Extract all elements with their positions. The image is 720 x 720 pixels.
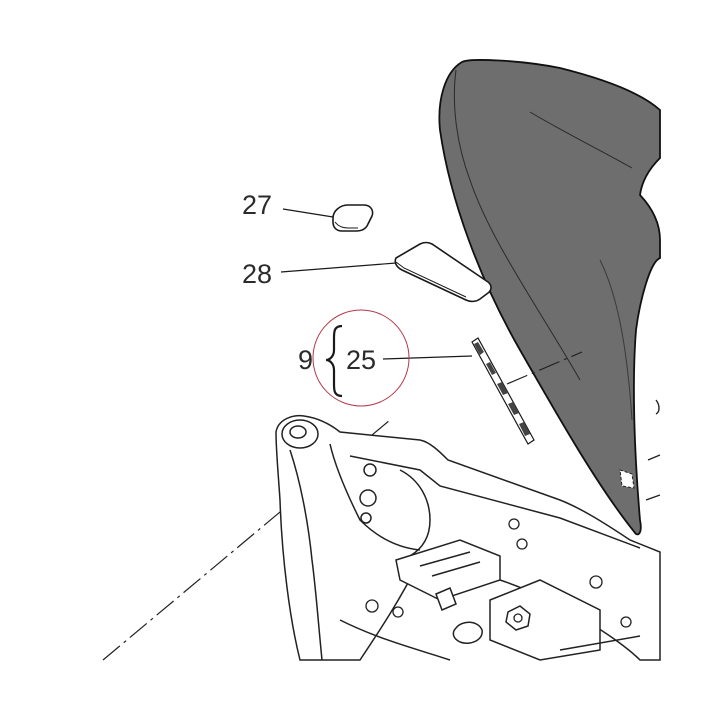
frame-hole-2 [359,489,377,507]
frame-inner-rail [289,449,323,661]
callout-27: 27 [242,190,272,220]
seat-crease-lower [599,259,633,421]
leader-27 [282,208,334,218]
frame-compartment [489,579,601,661]
frame-hole-4 [508,518,520,530]
frame-lower-edge [339,619,641,661]
frame-nut-hole [513,613,523,623]
part-25-decal [471,337,535,445]
leader-25 [382,355,473,360]
frame-hole-8 [392,606,404,618]
alignment-line-decal [506,351,583,385]
seat [438,59,661,536]
callout-9: 9 [298,345,313,375]
seat-mount-bracket [619,469,635,489]
callout-28: 28 [242,259,272,289]
frame-hole-9 [620,616,632,628]
frame-mount-hole [289,425,307,439]
frame-cross-member-2 [399,469,431,557]
part-28-pad [394,241,492,303]
alignment-line-frame [102,419,391,661]
frame [275,414,661,661]
frame-latch [452,621,483,644]
frame-hole-7 [365,599,379,613]
frame-hole-1 [363,463,377,477]
leader-28 [280,262,397,273]
frame-tray [395,539,501,601]
seat-crease [529,111,633,169]
frame-inner-rail-2 [329,443,421,551]
frame-bracket [435,587,457,611]
highlight-circle [312,309,410,407]
seat-edge-highlight [453,69,581,381]
frame-cross-member [349,455,641,549]
brace-icon [325,324,343,398]
frame-tray-slot [419,551,481,577]
seat-body [438,59,661,536]
frame-hole-5 [516,538,528,550]
frame-hole-3 [360,512,372,524]
part-27-pad [332,204,374,232]
frame-hole-6 [589,575,603,589]
callout-25: 25 [346,345,376,375]
seat-side-strut [645,399,661,501]
